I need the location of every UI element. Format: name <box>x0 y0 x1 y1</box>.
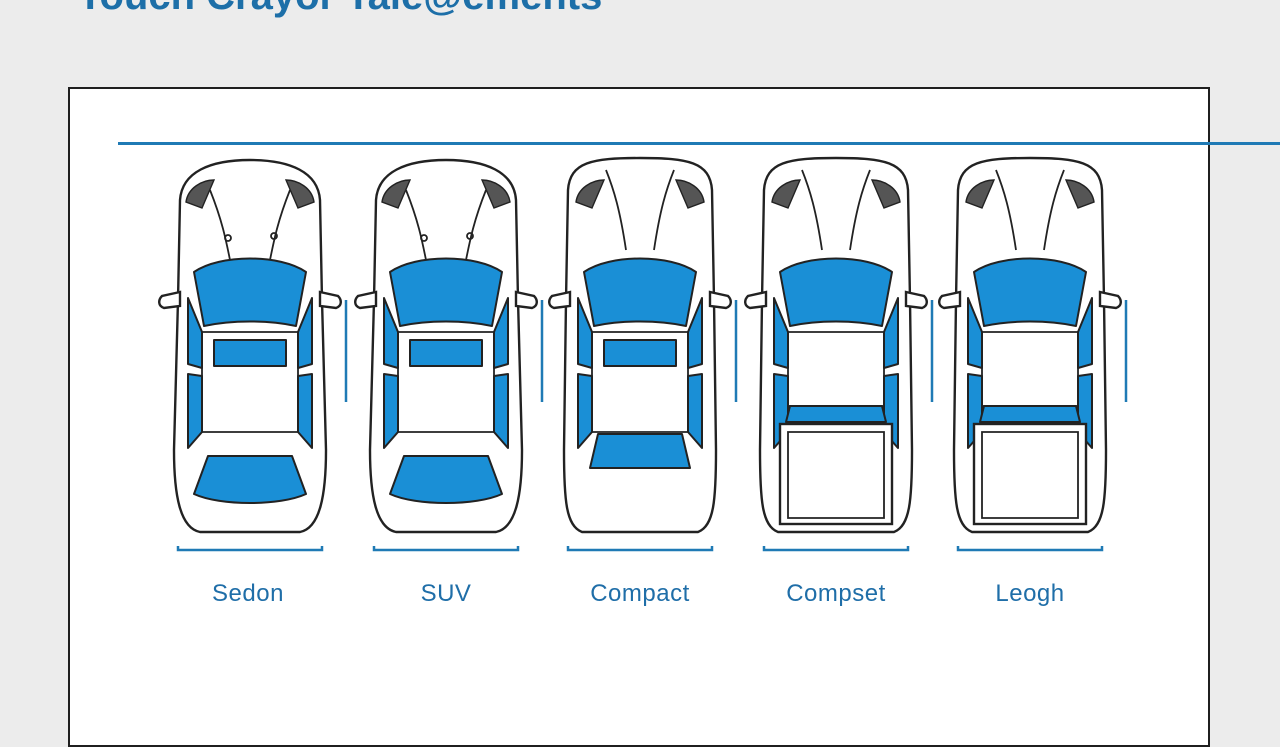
vehicle-label-compset: Compset <box>786 580 886 607</box>
width-dimension-line <box>176 546 324 552</box>
car-outline-svg <box>744 156 934 552</box>
left-side-mirror <box>158 290 182 310</box>
cabin-outline <box>201 331 299 433</box>
right-headlamp-icon <box>480 179 511 209</box>
left-headlamp-icon <box>771 179 802 209</box>
header-divider <box>118 142 1280 145</box>
right-mirror-sensor <box>270 232 278 240</box>
cabin-outline <box>591 331 689 433</box>
right-side-mirror <box>514 290 538 310</box>
sunroof-glass <box>213 339 287 367</box>
cabin-outline <box>787 331 885 407</box>
width-dimension-line <box>762 546 910 552</box>
rear-window-glass <box>785 405 887 423</box>
rear-window-glass <box>193 455 307 504</box>
hood-crease <box>995 169 1065 251</box>
right-side-mirror <box>904 290 928 310</box>
left-headlamp-icon <box>185 179 216 209</box>
page-title: Touch Crayor Tale@ements <box>78 0 602 20</box>
left-side-mirror <box>548 290 572 310</box>
truck-bed <box>778 422 894 526</box>
rear-window-glass <box>589 433 691 469</box>
car-outline-svg <box>938 156 1128 552</box>
car-diagram-compset <box>736 150 936 552</box>
left-headlamp-icon <box>965 179 996 209</box>
right-side-mirror <box>708 290 732 310</box>
hood-crease <box>209 189 291 261</box>
car-diagram-compact <box>540 150 740 552</box>
windshield-glass <box>389 257 503 327</box>
sunroof-glass <box>603 339 677 367</box>
hood-crease <box>405 189 487 261</box>
right-headlamp-icon <box>870 179 901 209</box>
car-outline-svg <box>354 158 544 552</box>
right-mirror-sensor <box>466 232 474 240</box>
left-mirror-sensor <box>420 234 428 242</box>
cabin-outline <box>981 331 1079 407</box>
truck-bed-inner <box>787 431 885 519</box>
width-dimension-line <box>372 546 520 552</box>
width-dimension-line <box>566 546 714 552</box>
truck-bed <box>972 422 1088 526</box>
windshield-glass <box>193 257 307 327</box>
windshield-glass <box>583 257 697 327</box>
left-headlamp-icon <box>381 179 412 209</box>
car-outline-svg <box>548 156 738 552</box>
rear-window-glass <box>979 405 1081 423</box>
sunroof-glass <box>409 339 483 367</box>
vehicle-label-compact: Compact <box>590 580 690 607</box>
car-diagram-leogh <box>930 150 1130 552</box>
width-dimension-line <box>956 546 1104 552</box>
car-diagram-suv <box>346 150 546 552</box>
right-side-mirror <box>1098 290 1122 310</box>
truck-bed-inner <box>981 431 1079 519</box>
car-outline-svg <box>158 158 348 552</box>
left-side-mirror <box>354 290 378 310</box>
right-headlamp-icon <box>674 179 705 209</box>
right-headlamp-icon <box>284 179 315 209</box>
car-diagram-sedan <box>150 150 350 552</box>
left-side-mirror <box>744 290 768 310</box>
vehicle-label-sedon: Sedon <box>212 580 284 607</box>
right-headlamp-icon <box>1064 179 1095 209</box>
vehicle-label-suv: SUV <box>420 580 472 607</box>
left-mirror-sensor <box>224 234 232 242</box>
windshield-glass <box>973 257 1087 327</box>
hood-crease <box>801 169 871 251</box>
left-headlamp-icon <box>575 179 606 209</box>
windshield-glass <box>779 257 893 327</box>
vehicle-label-leogh: Leogh <box>995 580 1065 607</box>
hood-crease <box>605 169 675 251</box>
cabin-outline <box>397 331 495 433</box>
rear-window-glass <box>389 455 503 504</box>
left-side-mirror <box>938 290 962 310</box>
right-side-mirror <box>318 290 342 310</box>
